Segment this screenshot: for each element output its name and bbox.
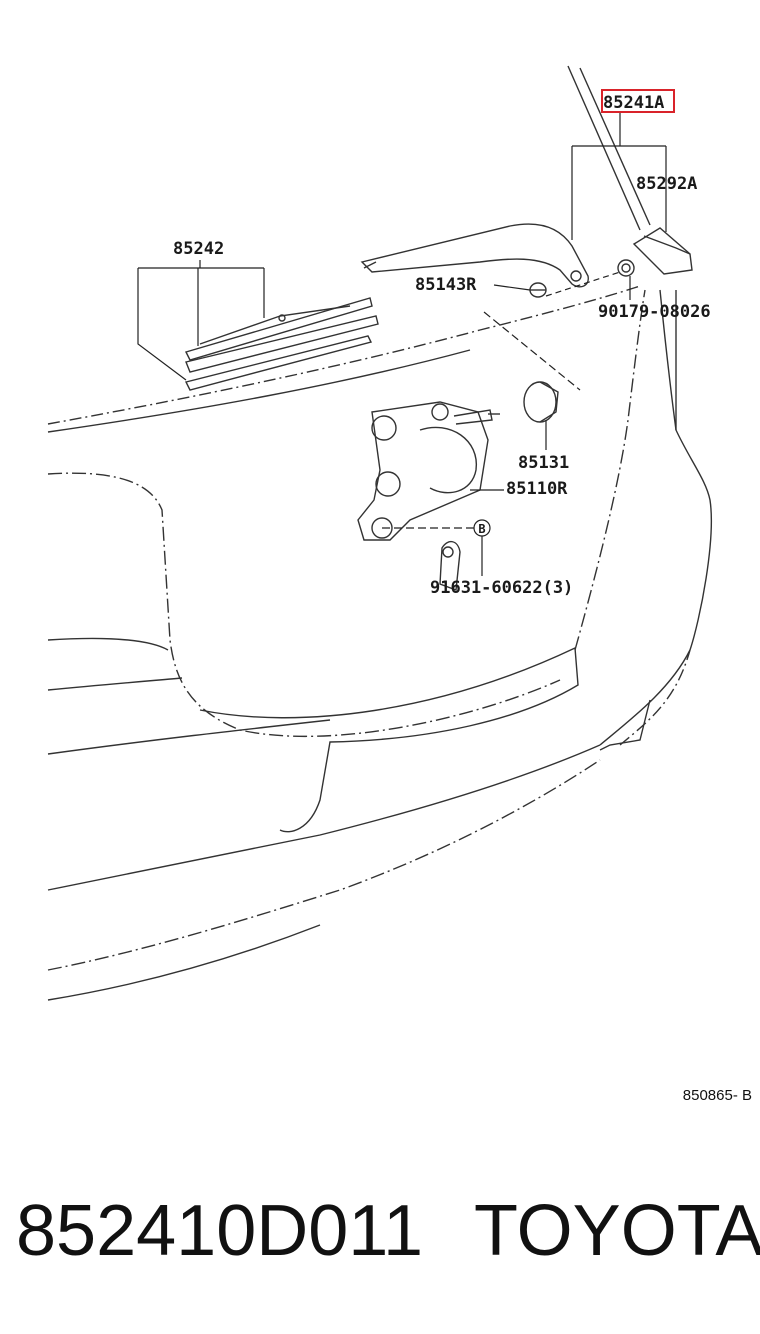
wiper-blade-drawing xyxy=(184,297,379,391)
vehicle-body-outline xyxy=(47,65,713,1001)
leader-lines xyxy=(137,112,667,576)
grommet-drawing xyxy=(529,282,547,298)
callout-marker-b[interactable]: B xyxy=(473,519,491,537)
arm-cap-drawing xyxy=(632,227,693,275)
part-label-85131[interactable]: 85131 xyxy=(518,453,569,473)
part-label-85110r[interactable]: 85110R xyxy=(506,479,568,499)
nut-drawing xyxy=(617,259,635,277)
wiper-motor-drawing xyxy=(357,401,500,541)
figure-code: 850865- B xyxy=(683,1087,752,1104)
caption-brand: TOYOTA xyxy=(474,1191,760,1271)
part-label-85143r[interactable]: 85143R xyxy=(415,275,477,295)
caption-part-number: 852410D011 xyxy=(16,1191,424,1271)
part-label-90179-08026[interactable]: 90179-08026 xyxy=(598,302,711,322)
part-label-91631-60622[interactable]: 91631-60622(3) xyxy=(430,578,573,598)
callout-marker-text: B xyxy=(478,522,485,536)
caption-bar: 852410D011 TOYOTA xyxy=(0,1190,760,1280)
part-label-85241a[interactable]: 85241A xyxy=(603,93,664,113)
pivot-cap-drawing xyxy=(523,381,559,423)
part-label-85292a[interactable]: 85292A xyxy=(636,174,697,194)
wiper-arm-drawing xyxy=(360,223,589,288)
part-label-85242[interactable]: 85242 xyxy=(173,239,224,259)
bolt-drawing xyxy=(439,541,461,591)
highlight-box xyxy=(601,89,675,113)
